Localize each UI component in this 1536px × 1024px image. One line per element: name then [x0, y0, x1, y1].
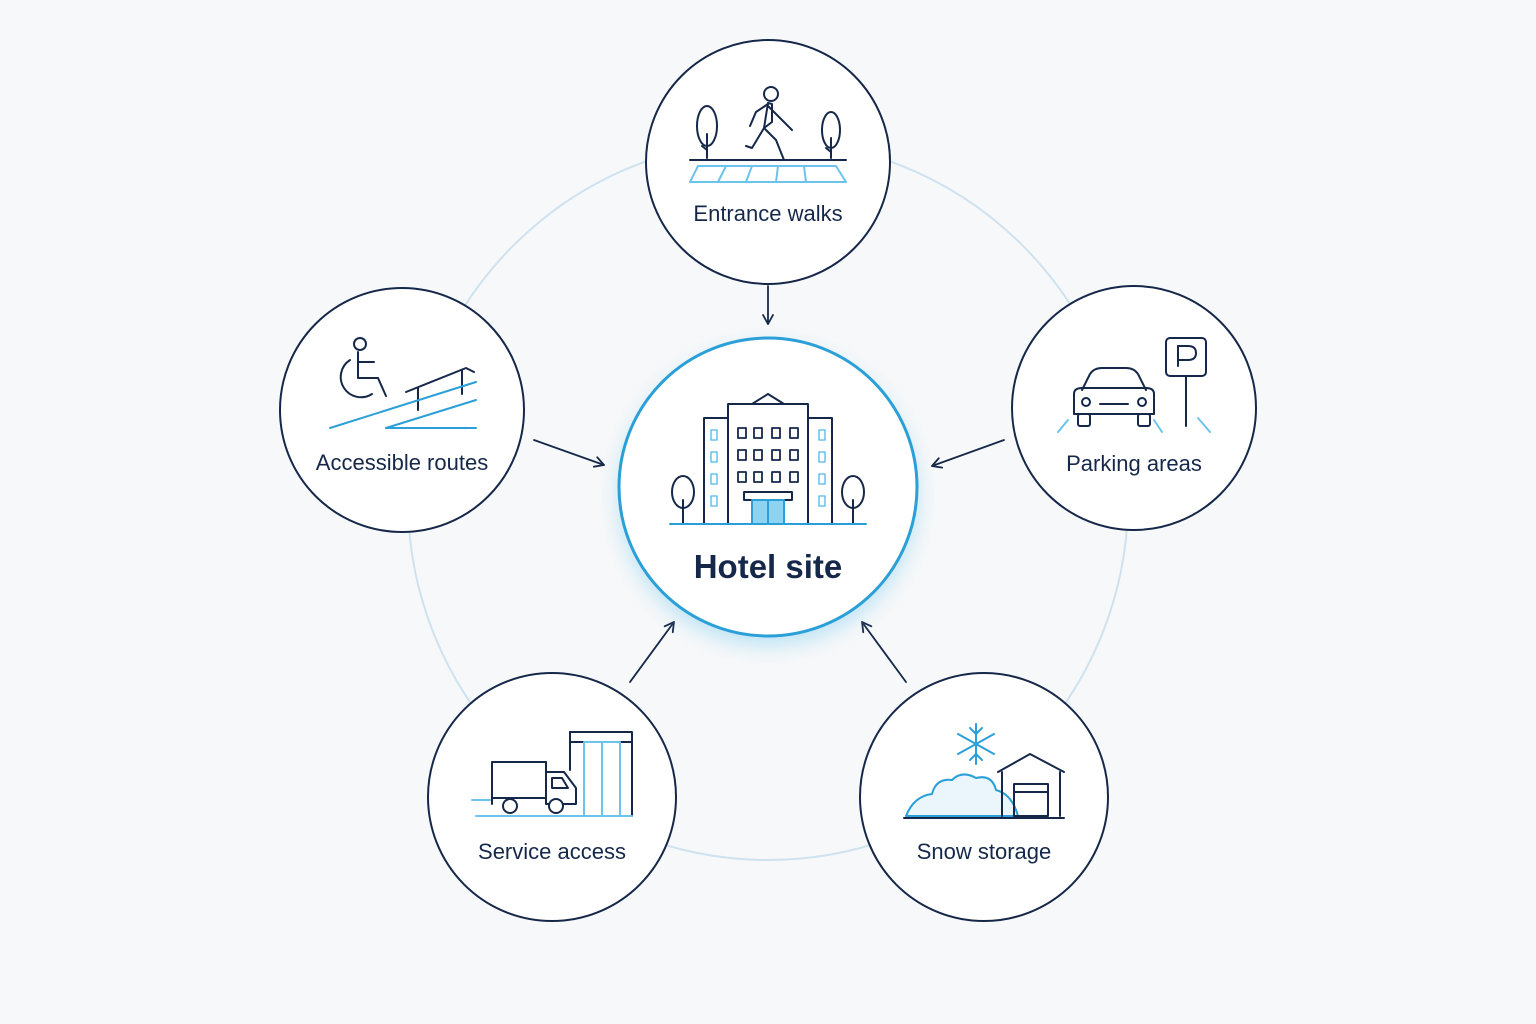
arrow-accessible-to-hotel: [533, 439, 605, 468]
car-parking-sign-icon: [1057, 337, 1211, 433]
arrow-parking-to-hotel: [931, 439, 1005, 469]
hotel-site-node: [617, 336, 919, 646]
node-label-service-access: Service access: [478, 839, 626, 864]
pedestrian-crosswalk-icon: [689, 86, 847, 183]
node-label-snow-storage: Snow storage: [916, 839, 1052, 864]
parking-areas-node: [1011, 285, 1257, 531]
arrow-snow-to-hotel: [861, 621, 907, 683]
accessible-routes-node: [279, 287, 525, 533]
center-node-label: Hotel site: [693, 548, 843, 585]
snow-storage-node: [859, 672, 1109, 922]
node-label-accessible-routes: Accessible routes: [315, 450, 489, 475]
service-access-node: [427, 672, 677, 922]
node-label-parking-areas: Parking areas: [1066, 451, 1202, 476]
wheelchair-ramp-icon: [329, 337, 477, 429]
snow-pile-garage-icon: [903, 723, 1065, 819]
hotel-building-icon: [669, 393, 867, 525]
arrow-service-to-hotel: [629, 621, 675, 683]
delivery-truck-dock-icon: [471, 731, 633, 817]
entrance-walks-node: [645, 39, 891, 285]
flow-arrows: [533, 285, 1005, 683]
node-label-entrance-walks: Entrance walks: [693, 201, 843, 226]
